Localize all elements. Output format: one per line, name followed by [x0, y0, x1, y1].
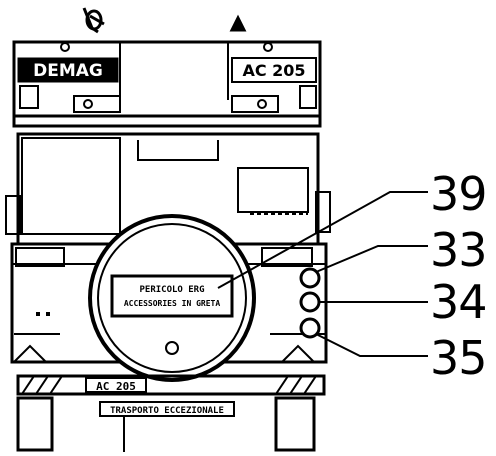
callout-33: 33 — [430, 223, 487, 277]
bumper — [16, 374, 326, 396]
rear-plate-text: TRASPORTO ECCEZIONALE — [110, 406, 224, 416]
lamp-33 — [299, 267, 321, 289]
callout-39: 39 — [430, 167, 487, 221]
lamp-35 — [299, 317, 321, 339]
leader-35 — [315, 333, 428, 357]
wheels — [16, 396, 316, 452]
round-tank — [88, 214, 256, 382]
lamp-34 — [299, 291, 321, 313]
rear-plate — [99, 401, 235, 417]
callout-35: 35 — [430, 331, 487, 385]
tank-panel-line1: PERICOLO ERG — [139, 285, 204, 295]
leader-39 — [217, 191, 428, 289]
top-equipment — [82, 7, 247, 34]
side-lamps — [299, 267, 321, 339]
callout-34: 34 — [430, 275, 487, 329]
leader-lines — [217, 191, 428, 357]
leader-33 — [315, 245, 428, 273]
upper-cabin — [12, 40, 322, 128]
tank-panel-line2: ACCESSORIES IN GRETA — [124, 299, 221, 308]
bumper-text: AC 205 — [96, 380, 136, 393]
brand-left-text: DEMAG — [33, 61, 103, 81]
callout-labels: 39 33 34 35 — [430, 167, 488, 385]
brand-right-text: AC 205 — [242, 61, 305, 80]
